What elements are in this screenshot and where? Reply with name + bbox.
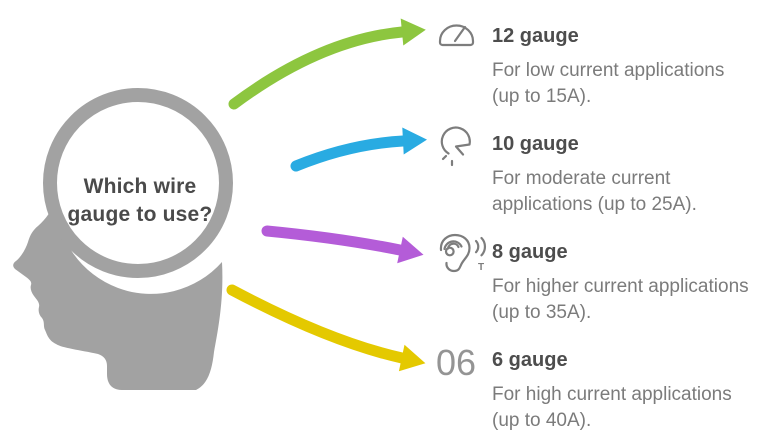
item-title: 10 gauge — [492, 133, 579, 155]
head-silhouette — [13, 200, 223, 390]
arrow-blue-10-gauge — [290, 135, 409, 172]
arrow-yellow-6-gauge-head — [398, 344, 426, 372]
item-number: 06 — [436, 342, 477, 383]
list-item-12-gauge: 12 gauge For low current applications (u… — [436, 14, 752, 110]
item-description: For moderate current applications (up to… — [492, 168, 697, 215]
arrow-purple-8-gauge-head — [397, 236, 424, 264]
list-item-8-gauge: T 8 gauge For higher current application… — [436, 230, 752, 326]
brain-circle-ring — [43, 88, 233, 278]
list-item-10-gauge: 10 gauge For moderate current applicatio… — [436, 122, 752, 218]
arrow-green-12-gauge — [228, 26, 408, 110]
central-question: Which wire gauge to use? — [67, 175, 213, 226]
arrow-purple-8-gauge — [261, 225, 406, 256]
item-description: For high current applications (up to 40A… — [492, 384, 732, 431]
arrow-yellow-6-gauge — [226, 284, 408, 364]
item-description: For low current applications (up to 15A)… — [492, 60, 725, 107]
number-06-label: 06 — [436, 344, 490, 382]
arrow-green-12-gauge-head — [400, 18, 426, 46]
list-item-6-gauge: 06 6 gauge For high current applications… — [436, 338, 752, 434]
dial-gauge-icon — [436, 124, 490, 173]
item-title: 8 gauge — [492, 241, 568, 263]
item-title: 6 gauge — [492, 349, 568, 371]
item-title: 12 gauge — [492, 25, 579, 47]
arrow-blue-10-gauge-head — [402, 127, 427, 155]
hearing-aid-icon: T — [436, 232, 490, 285]
telecoil-t-label: T — [478, 262, 484, 273]
item-description: For higher current applications (up to 3… — [492, 276, 749, 323]
gauge-meter-icon — [436, 16, 490, 53]
